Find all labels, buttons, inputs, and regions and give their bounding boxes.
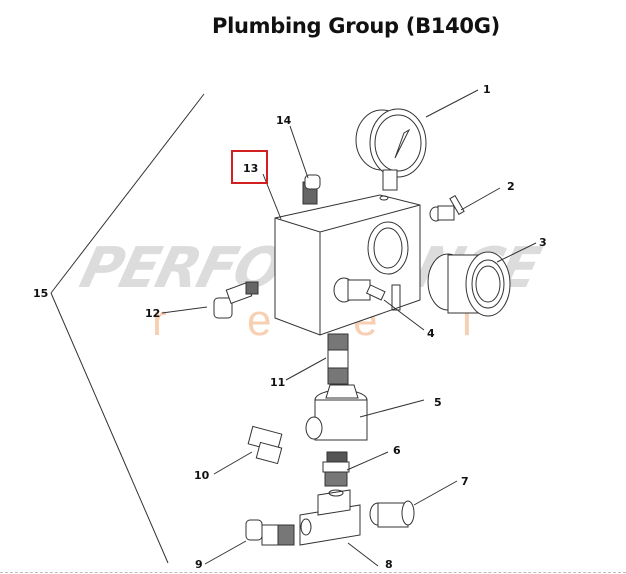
leader-9 (204, 540, 247, 565)
leader-6 (346, 451, 389, 471)
leader-3 (496, 242, 537, 263)
leader-2 (460, 187, 501, 211)
leader-4 (383, 299, 425, 331)
leader-1 (425, 89, 479, 118)
callout-4[interactable]: 4 (427, 327, 435, 340)
part-12-elbow (213, 281, 259, 319)
part-14-elbow (302, 174, 321, 205)
leader-8 (347, 542, 379, 567)
leader-7 (413, 480, 458, 506)
callout-2[interactable]: 2 (507, 180, 515, 193)
part-9-elbow (245, 519, 295, 546)
callout-8[interactable]: 8 (385, 558, 393, 571)
leader-15-lower (50, 292, 169, 564)
callout-10[interactable]: 10 (194, 469, 210, 482)
callout-3[interactable]: 3 (539, 236, 547, 249)
watermark-letter: r (152, 296, 167, 345)
watermark-letter: e (247, 296, 272, 345)
leader-5 (359, 399, 425, 418)
callout-9[interactable]: 9 (195, 558, 203, 571)
part-3-coupling (427, 251, 511, 317)
callout-5[interactable]: 5 (434, 396, 442, 409)
part-6-adapter (322, 451, 350, 487)
callout-14[interactable]: 14 (276, 114, 292, 127)
callout-15[interactable]: 15 (33, 287, 49, 300)
part-1-pressure-gauge (355, 108, 427, 191)
part-7-union (369, 500, 415, 528)
bottom-divider (0, 572, 626, 573)
callout-12[interactable]: 12 (145, 307, 161, 320)
part-5-check-valve (305, 384, 368, 441)
part-13-manifold-block (274, 194, 421, 336)
page-title: Plumbing Group (B140G) (212, 14, 500, 38)
leader-10 (213, 451, 253, 475)
part-11-nipple (327, 333, 349, 385)
leader-14 (289, 125, 309, 179)
part-10-elbow (247, 425, 283, 465)
part-8-tee (299, 489, 361, 546)
leader-12 (161, 306, 208, 314)
leader-11 (285, 357, 327, 381)
part-2-fitting (429, 195, 465, 222)
leader-15-upper (50, 93, 205, 294)
part-4-valve (333, 277, 386, 303)
callout-11[interactable]: 11 (270, 376, 286, 389)
callout-13[interactable]: 13 (243, 162, 259, 175)
watermark-letter: l (462, 296, 472, 345)
callout-7[interactable]: 7 (461, 475, 469, 488)
callout-1[interactable]: 1 (483, 83, 491, 96)
callout-6[interactable]: 6 (393, 444, 401, 457)
highlight-box-13 (231, 150, 268, 184)
